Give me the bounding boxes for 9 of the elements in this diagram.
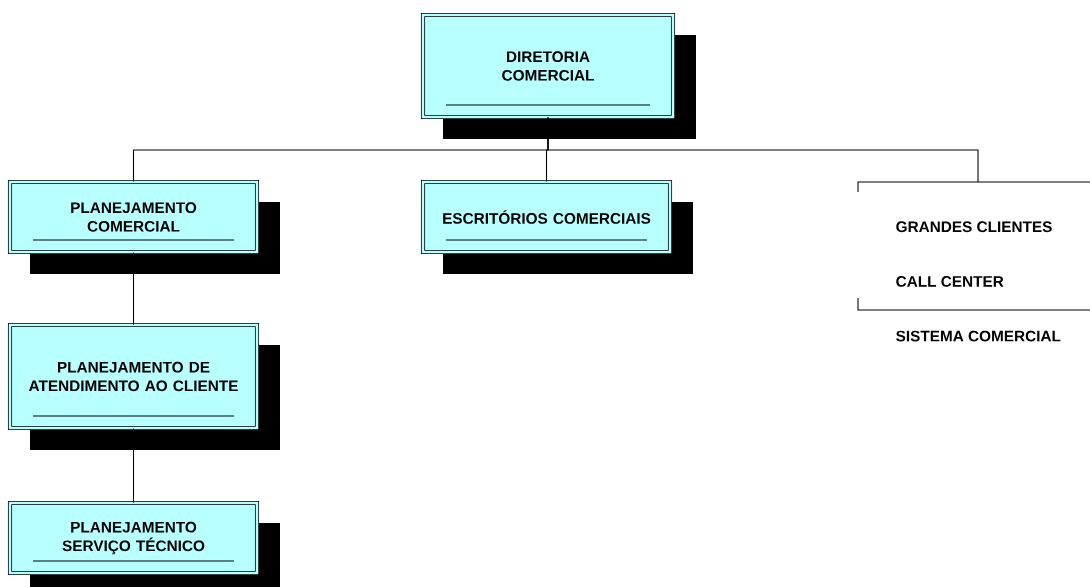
org-box: DIRETORIA COMERCIAL [420, 12, 696, 139]
org-box: PLANEJAMENTO COMERCIAL [7, 179, 280, 274]
org-box: ESCRITÓRIOS COMERCIAIS [420, 179, 693, 274]
org-box: PLANEJAMENTO SERVIÇO TÉCNICO [7, 500, 280, 587]
connector-line [132, 251, 135, 326]
org-box: PLANEJAMENTO DE ATENDIMENTO AO CLIENTE [7, 322, 280, 450]
connector-line [132, 427, 135, 504]
bracket-group: GRANDES CLIENTES CALL CENTER SISTEMA COMERCIAL [857, 181, 1090, 342]
connector-line [547, 116, 979, 183]
